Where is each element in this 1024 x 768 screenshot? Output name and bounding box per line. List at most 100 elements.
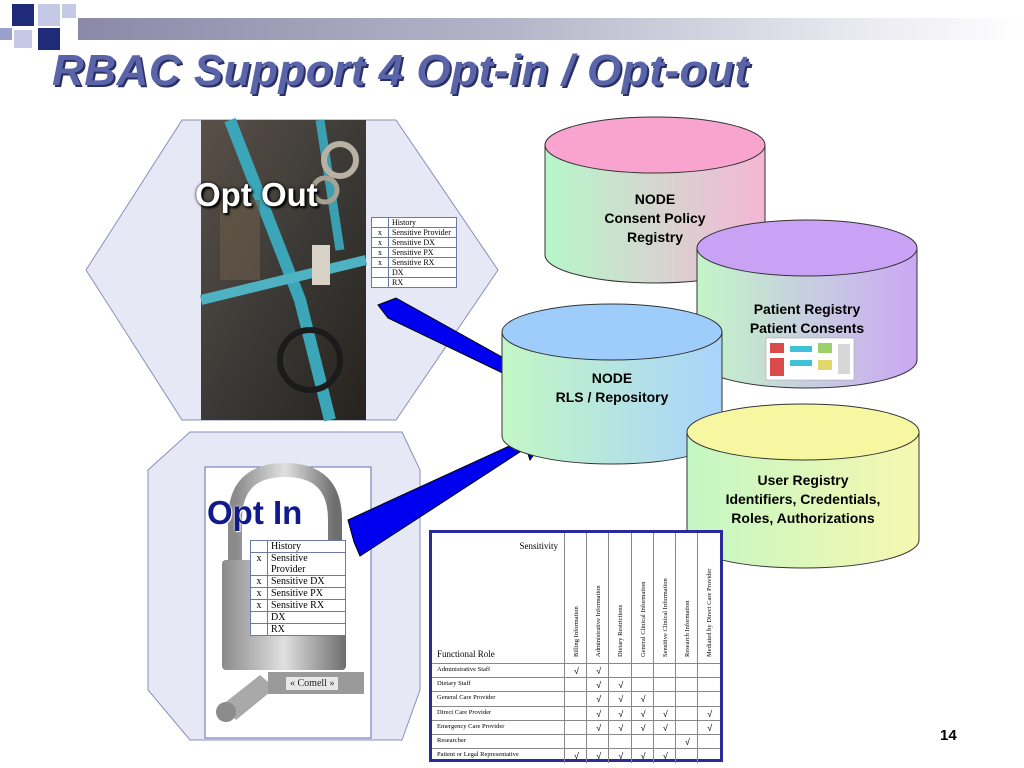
title-bar-gradient [78, 18, 1024, 40]
corner-square-light [14, 30, 32, 48]
functional-role-name: Patient or Legal Representative [437, 751, 519, 759]
rls-repository-text: NODE RLS / Repository [555, 370, 669, 405]
matrix-column-header: Mediated by Direct Care Provider [697, 533, 721, 663]
matrix-cell: √ [586, 749, 610, 764]
matrix-header-corner: Sensitivity Functional Role [432, 533, 564, 663]
matrix-cell [586, 735, 610, 749]
matrix-cell: √ [586, 692, 610, 707]
matrix-column-header: Research Information [675, 533, 699, 663]
corner-square-light [62, 4, 76, 18]
functional-role-name: Direct Care Provider [437, 708, 492, 716]
matrix-column-label: Administrative Information [595, 585, 603, 657]
opt-out-label: Opt Out [195, 176, 318, 213]
page-number: 14 [940, 727, 957, 744]
matrix-cell: √ [630, 692, 655, 707]
table-row: History [371, 217, 457, 228]
matrix-cell: √ [586, 664, 610, 678]
matrix-cell: √ [652, 706, 677, 721]
matrix-cell [652, 692, 677, 707]
matrix-cell: √ [608, 678, 632, 693]
matrix-cell [675, 706, 699, 721]
matrix-cell: √ [586, 678, 610, 693]
corner-square-mid [0, 28, 12, 40]
matrix-cell [652, 735, 677, 749]
matrix-cell [675, 749, 699, 764]
matrix-cell [564, 678, 588, 693]
user-registry-text: User Registry Identifiers, Credentials, … [725, 472, 881, 526]
functional-role-name: Emergency Care Provider [437, 722, 505, 730]
matrix-cell [564, 735, 588, 749]
table-row: RX [371, 277, 457, 288]
matrix-column-label: Sensitive Clinical Information [661, 578, 669, 657]
functional-role-name: Dietary Staff [437, 680, 471, 688]
matrix-column-header: Administrative Information [586, 533, 610, 663]
sensitivity-label: Sensitivity [519, 541, 558, 551]
matrix-column-label: Research Information [684, 600, 691, 658]
table-row: Patient or Legal Representative√√√√√ [432, 748, 721, 764]
patient-registry-cylinder [696, 219, 918, 389]
functional-role-name: General Care Provider [437, 694, 496, 702]
matrix-column-header: General Clinical Information [630, 533, 655, 663]
slide-title: RBAC Support 4 Opt-in / Opt-out [52, 46, 750, 95]
table-row: Emergency Care Provider√√√√√ [432, 719, 721, 735]
table-row: Administrative Staff√√ [432, 663, 720, 678]
matrix-column-header: Dietary Restrictions [608, 533, 632, 663]
matrix-cell: √ [630, 720, 655, 735]
matrix-cell [630, 735, 655, 749]
matrix-cell: √ [697, 706, 721, 721]
matrix-cell [652, 664, 677, 678]
matrix-column-header: Sensitive Clinical Information [652, 533, 677, 663]
opt-in-label: Opt In [207, 494, 303, 531]
corner-square-dark [38, 28, 60, 50]
matrix-cell [675, 664, 699, 678]
functional-role-label: Functional Role [437, 649, 495, 659]
matrix-cell: √ [586, 706, 610, 721]
matrix-cell [630, 664, 655, 678]
matrix-cell [630, 678, 655, 693]
table-row: Direct Care Provider√√√√√ [432, 705, 721, 721]
table-row: Researcher√ [432, 734, 720, 749]
matrix-cell [697, 749, 721, 764]
table-row: History [250, 540, 346, 553]
matrix-cell: √ [630, 706, 655, 721]
matrix-cell: √ [608, 706, 632, 721]
matrix-cell: √ [608, 720, 632, 735]
consent-flow-thumbnail [765, 337, 855, 381]
rbac-matrix: Sensitivity Functional Role Billing Info… [429, 530, 723, 764]
padlock-tag: « Comell » [286, 677, 339, 690]
table-row: DX [250, 611, 346, 624]
corner-square-dark [12, 4, 34, 26]
matrix-cell [675, 678, 699, 693]
matrix-cell [697, 735, 721, 749]
matrix-cell [564, 720, 588, 735]
user-registry-cylinder [686, 403, 920, 569]
rls-repository-cylinder [501, 303, 723, 465]
corner-square-light [38, 4, 60, 26]
matrix-column-label: Mediated by Direct Care Provider [706, 568, 714, 657]
matrix-cell [697, 678, 721, 693]
matrix-cell [697, 692, 721, 707]
matrix-column-label: Billing Information [573, 606, 580, 657]
matrix-column-header: Billing Information [564, 533, 588, 663]
matrix-cell: √ [652, 720, 677, 735]
matrix-cell [608, 735, 632, 749]
table-row: Dietary Staff √√ [432, 677, 721, 693]
matrix-cell: √ [697, 720, 721, 735]
patient-registry-text: Patient Registry Patient Consents [749, 301, 865, 336]
matrix-cell [675, 692, 699, 707]
matrix-cell [675, 720, 699, 735]
matrix-column-label: Dietary Restrictions [617, 604, 625, 657]
matrix-cell: √ [586, 720, 610, 735]
matrix-cell: √ [608, 692, 632, 707]
matrix-column-label: General Clinical Information [639, 581, 647, 657]
functional-role-name: Administrative Staff [437, 666, 491, 673]
table-row: General Care Provider√√√ [432, 691, 721, 707]
